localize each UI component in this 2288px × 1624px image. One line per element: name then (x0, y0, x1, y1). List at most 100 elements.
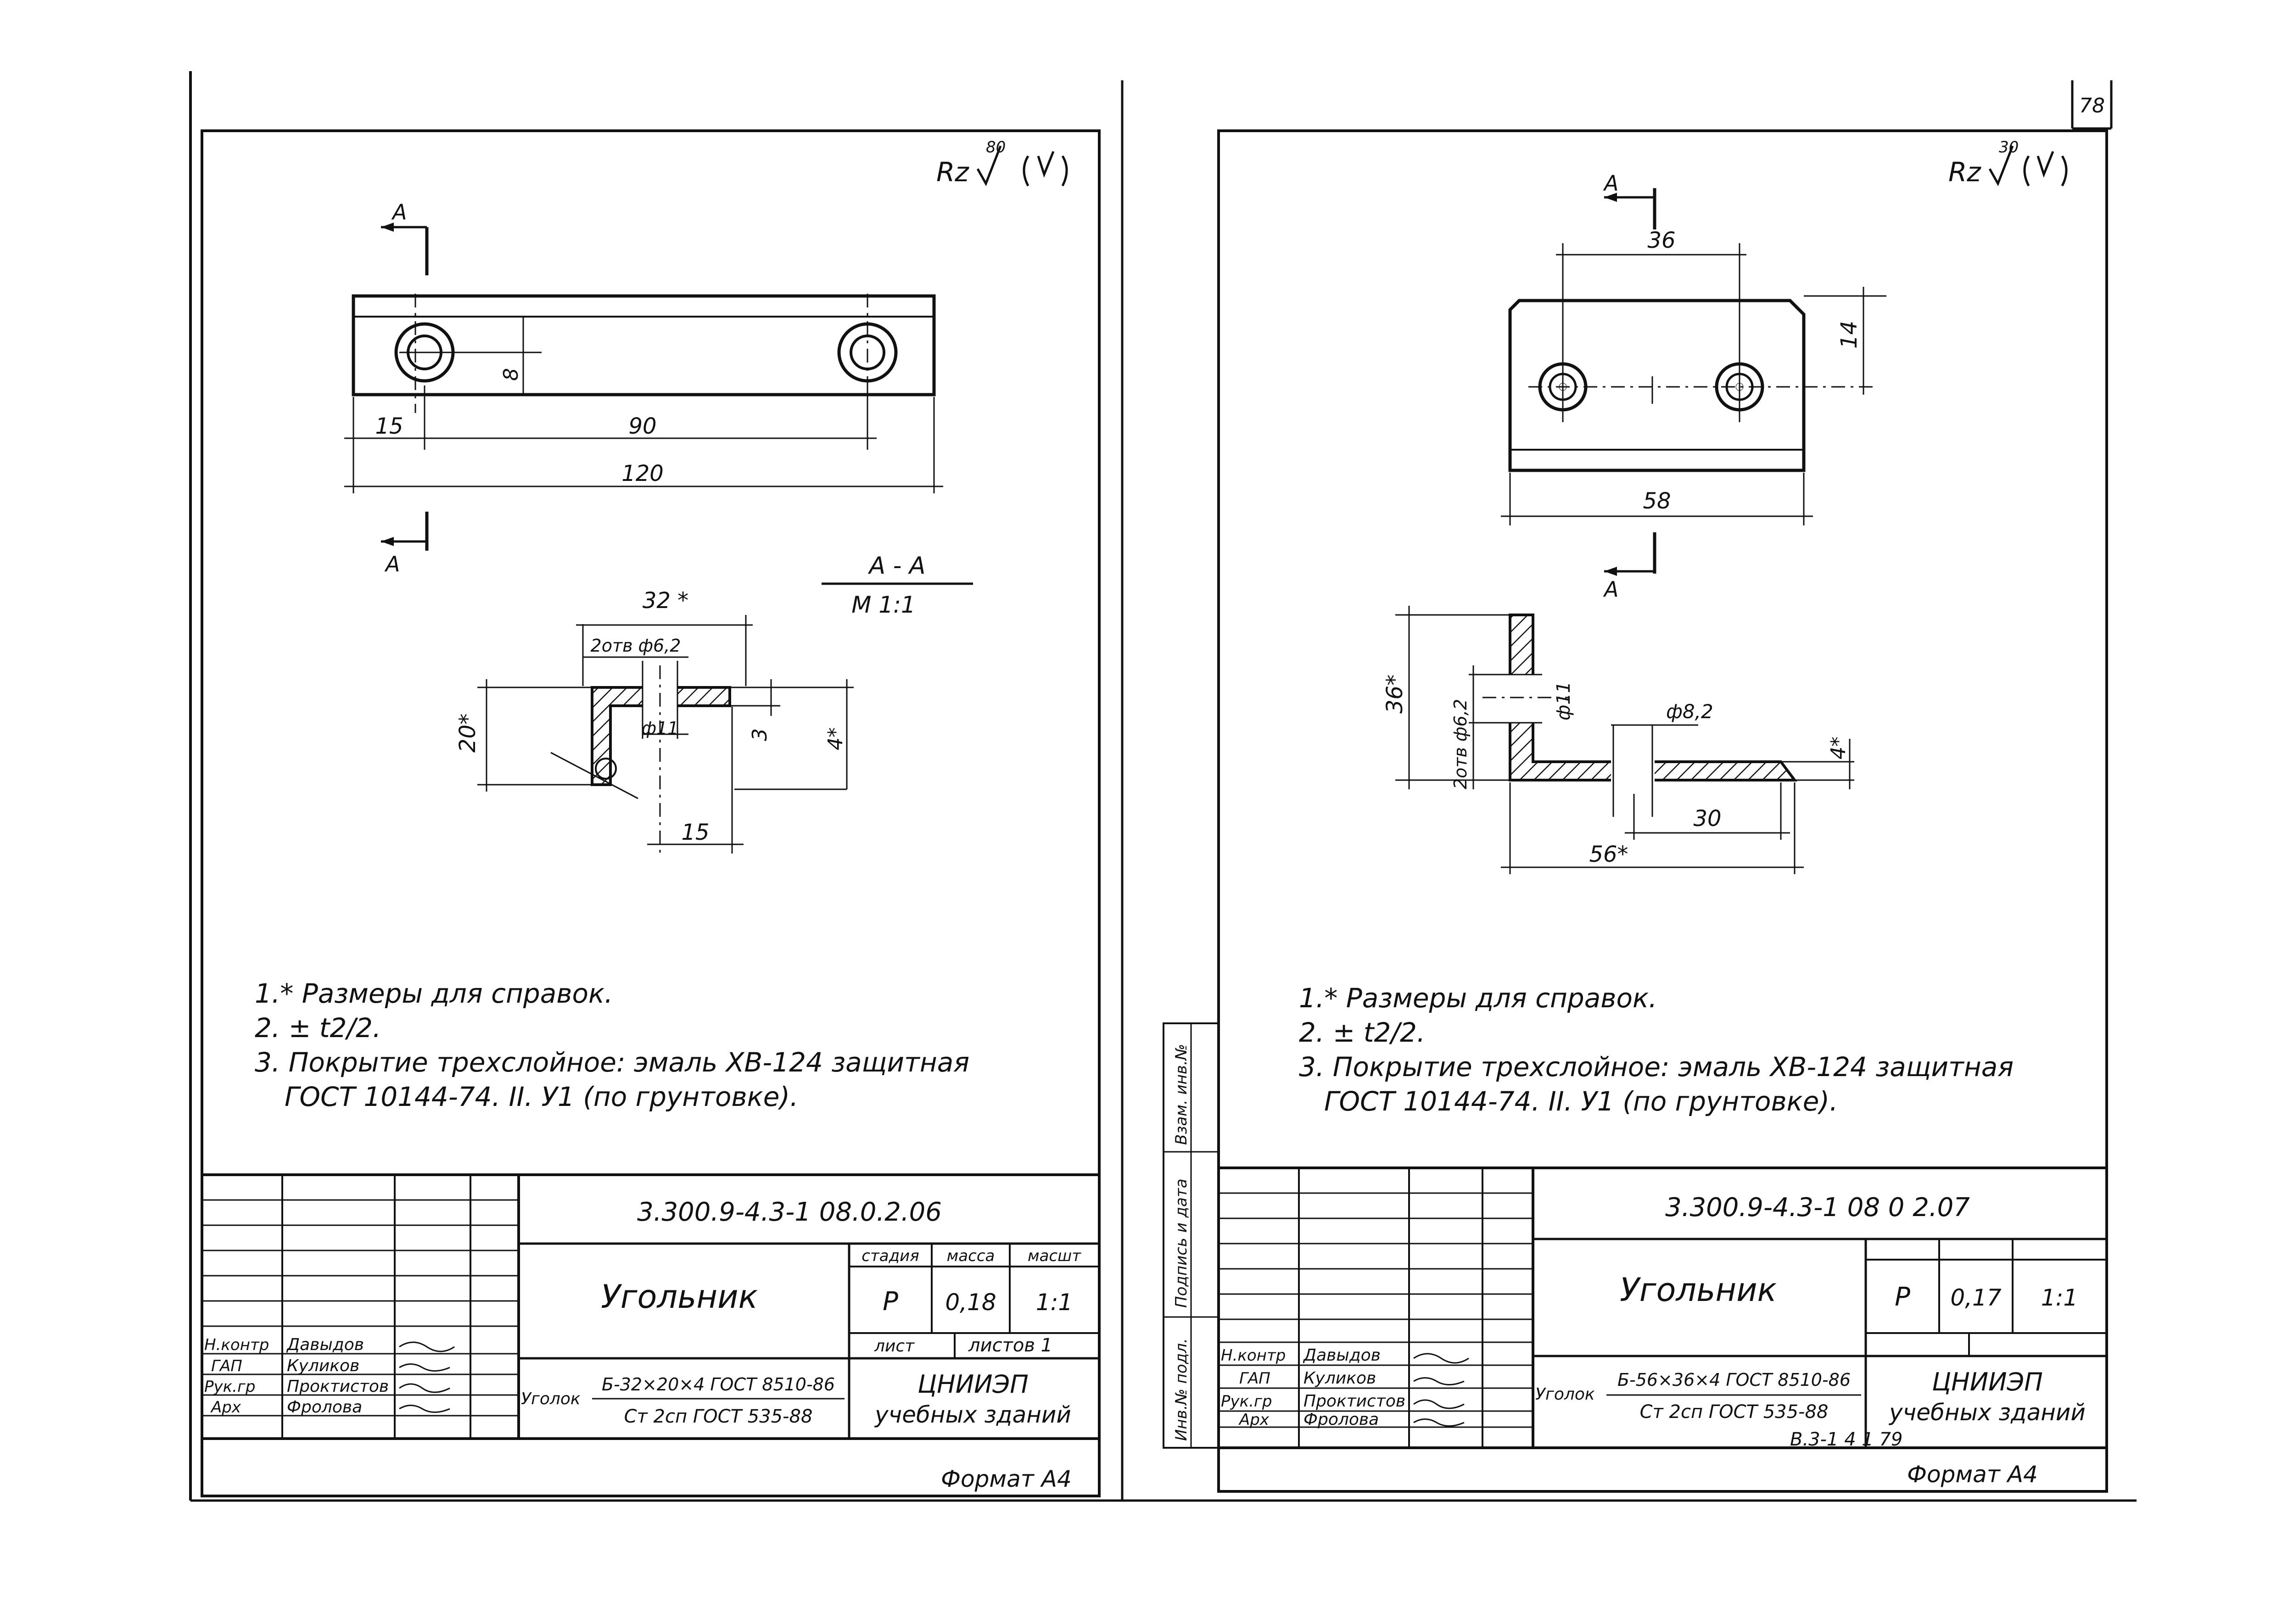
svg-text:Н.контр: Н.контр (1221, 1346, 1286, 1365)
right-side-label-sign: Подпись и дата (1172, 1178, 1191, 1308)
right-signature-names: Давыдов Куликов Проктистов Фролова (1303, 1346, 1405, 1429)
right-stage: Р (1895, 1282, 1910, 1312)
left-header-mass: масса (947, 1247, 995, 1265)
right-dim-14: 14 (1836, 321, 1862, 349)
right-dim-4: 4* (1827, 737, 1850, 759)
svg-text:Н.контр: Н.контр (204, 1336, 269, 1354)
right-scale-value: 1:1 (2041, 1284, 2078, 1311)
right-material-top: Б-56×36×4 ГОСТ 8510-86 (1617, 1370, 1851, 1390)
left-note-3: 3. Покрытие трехслойное: эмаль ХВ-124 за… (255, 1047, 969, 1078)
svg-text:A: A (1603, 171, 1618, 195)
left-header-stage: стадия (861, 1247, 919, 1265)
left-dim-hole11: ф11 (642, 718, 679, 738)
svg-text:Куликов: Куликов (287, 1356, 359, 1375)
left-doc-code: 3.300.9-4.3-1 08.0.2.06 (637, 1197, 942, 1227)
left-section-dims (477, 615, 854, 854)
right-section-marker-top: A (1603, 171, 1656, 229)
left-section-marker-bottom: A (381, 512, 429, 576)
right-side-strip (1163, 1022, 1220, 1449)
right-material-label: Уголок (1535, 1385, 1595, 1404)
left-dim-120: 120 (621, 461, 664, 486)
left-org-line2: учебных зданий (874, 1401, 1071, 1428)
svg-text:Фролова: Фролова (1303, 1410, 1379, 1429)
sheet-frame (189, 71, 2137, 1502)
left-signature-names: Давыдов Куликов Проктистов Фролова (286, 1335, 389, 1417)
svg-text:Арх: Арх (210, 1398, 241, 1417)
left-roughness-value: 80 (986, 138, 1006, 156)
left-scale-value: 1:1 (1036, 1289, 1073, 1316)
left-note-1: 1.* Размеры для справок. (255, 978, 613, 1009)
right-org-line2: учебных зданий (1888, 1399, 2086, 1426)
left-section-scale: М 1:1 (851, 592, 916, 618)
left-dim-15b: 15 (681, 820, 709, 845)
left-dim-32: 32 * (643, 588, 688, 614)
right-note-1: 1.* Размеры для справок. (1299, 982, 1657, 1014)
svg-text:Арх: Арх (1238, 1411, 1270, 1429)
svg-text:A: A (1603, 577, 1618, 602)
svg-text:Рук.гр: Рук.гр (204, 1378, 255, 1396)
left-roughness-check-icon (976, 145, 1068, 187)
right-signatures-icon (1413, 1353, 1469, 1427)
svg-text:Фролова: Фролова (287, 1398, 362, 1417)
svg-text:A: A (384, 552, 400, 576)
left-note-4: ГОСТ 10144-74. II. У1 (по грунтовке). (285, 1081, 798, 1112)
left-dim-holes: 2отв ф6,2 (591, 636, 681, 656)
left-section-marker-top: A (381, 200, 429, 275)
left-part-name: Угольник (601, 1278, 758, 1316)
left-material-bottom: Ст 2сп ГОСТ 535-88 (624, 1406, 813, 1427)
left-dim-8: 8 (499, 368, 523, 381)
left-section-title: А - А (868, 552, 926, 580)
right-title-block (1217, 1166, 2108, 1449)
left-dim-4: 4* (824, 727, 847, 750)
right-stamp: В.3-1 4 1 79 (1790, 1429, 1902, 1450)
right-angle-section (1469, 614, 1797, 817)
left-sheet-label: лист (874, 1337, 915, 1356)
right-dim-hole11: ф11 (1553, 681, 1574, 720)
left-notes: 1.* Размеры для справок. 2. ± t2/2. 3. П… (255, 978, 969, 1112)
svg-text:Давыдов: Давыдов (1303, 1346, 1381, 1365)
left-title-block (201, 1173, 1101, 1440)
left-sheets-label: листов 1 (968, 1335, 1052, 1356)
svg-text:Проктистов: Проктистов (287, 1377, 389, 1396)
left-roughness-symbol: Rz (936, 156, 969, 188)
left-frame (201, 129, 1101, 1497)
right-drawing: Инв.№ подл. Подпись и дата Взам. инв.№ R… (1163, 129, 2108, 1493)
svg-text:Рук.гр: Рук.гр (1221, 1392, 1272, 1411)
right-dim-58: 58 (1643, 488, 1671, 514)
left-stage: Р (883, 1287, 898, 1317)
right-side-label-inv: Инв.№ подл. (1172, 1338, 1191, 1441)
left-signatures-icon (399, 1341, 455, 1413)
left-org-line1: ЦНИИЭП (917, 1370, 1029, 1399)
left-material-label: Уголок (521, 1390, 581, 1408)
right-section-dims (1395, 606, 1854, 874)
right-dim-56: 56* (1589, 842, 1628, 867)
right-plate-view (1508, 243, 1873, 472)
right-dim-hole8: ф8,2 (1666, 700, 1713, 723)
right-frame (1217, 129, 2108, 1493)
left-material-top: Б-32×20×4 ГОСТ 8510-86 (602, 1374, 835, 1395)
right-doc-code: 3.300.9-4.3-1 08 0 2.07 (1665, 1193, 1970, 1222)
right-part-name: Угольник (1620, 1271, 1777, 1309)
right-dim-holes: 2отв ф6,2 (1450, 699, 1471, 789)
left-dim-lines (344, 385, 943, 493)
page-number: 78 (2079, 94, 2105, 117)
svg-text:Куликов: Куликов (1303, 1369, 1376, 1388)
right-notes: 1.* Размеры для справок. 2. ± t2/2. 3. П… (1299, 982, 2014, 1117)
left-format: Формат А4 (941, 1466, 1072, 1492)
left-drawing: Rz 80 A A 8 (201, 129, 1101, 1497)
right-note-4: ГОСТ 10144-74. II. У1 (по грунтовке). (1324, 1086, 1838, 1117)
left-dim-15: 15 (375, 413, 403, 439)
svg-text:Давыдов: Давыдов (286, 1335, 364, 1354)
svg-text:ГАП: ГАП (1239, 1369, 1270, 1388)
svg-text:ГАП: ГАП (211, 1357, 242, 1375)
right-note-2: 2. ± t2/2. (1299, 1017, 1425, 1048)
right-section-marker-bottom: A (1603, 532, 1656, 602)
right-plate-dims (1501, 254, 1886, 525)
right-dim-36: 36 (1647, 228, 1675, 253)
right-roughness-check-icon (1988, 145, 2068, 187)
left-dim-90: 90 (628, 413, 656, 439)
right-format: Формат А4 (1907, 1461, 2038, 1488)
left-signature-roles: Н.контр ГАП Рук.гр Арх (204, 1336, 269, 1417)
left-header-scale: масшт (1028, 1247, 1081, 1265)
